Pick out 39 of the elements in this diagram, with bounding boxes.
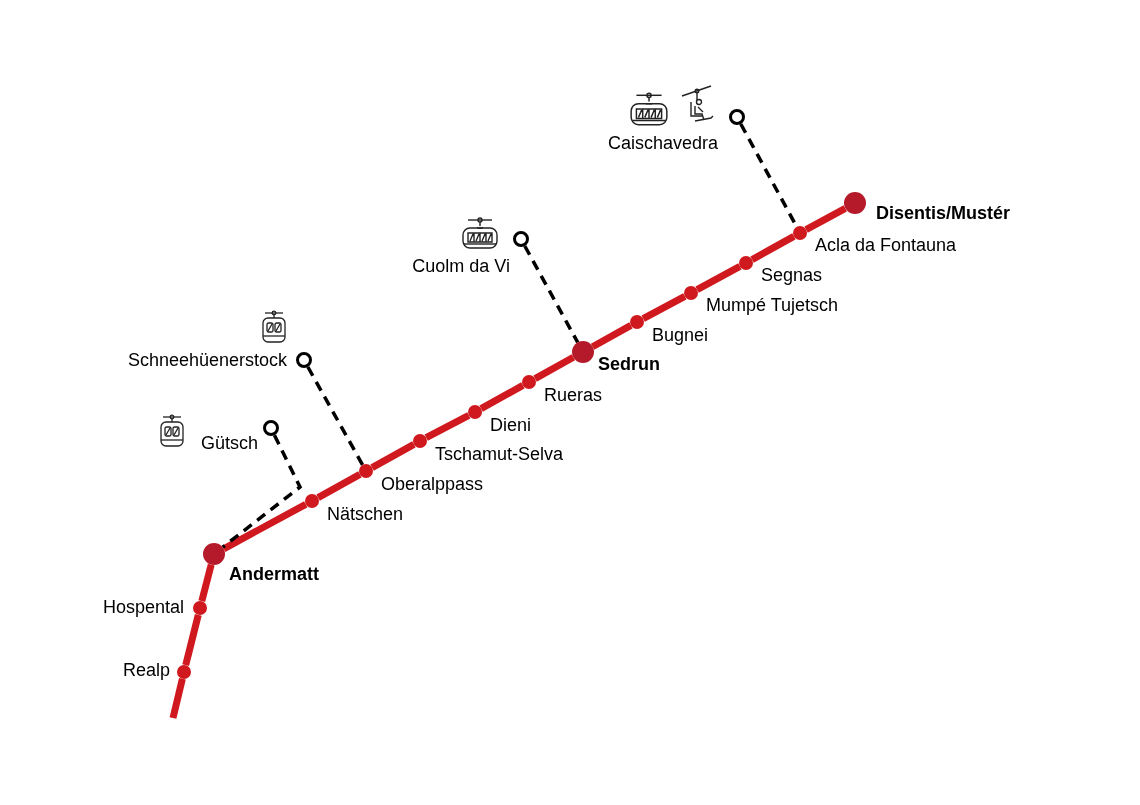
station-label: Acla da Fontauna (815, 234, 957, 257)
dashed-connector (523, 245, 580, 344)
station-label: Sedrun (598, 353, 660, 376)
station-label: Realp (122, 659, 170, 682)
station-label: Gütsch (200, 432, 258, 455)
station-label: Andermatt (229, 563, 319, 586)
mountain-station-ring (263, 420, 279, 436)
rail-line (479, 382, 525, 412)
rail-line (316, 471, 362, 501)
dashed-connector (306, 366, 365, 466)
rail-line (198, 563, 215, 603)
rail-line (533, 354, 576, 382)
station-label: Cuolm da Vi (412, 255, 510, 278)
station-label: Nätschen (327, 503, 404, 526)
rail-line (590, 322, 633, 350)
rail-line (169, 678, 186, 719)
station-label: Hospental (102, 596, 184, 619)
rail-line (804, 205, 847, 233)
station-label: Caischavedra (608, 132, 719, 155)
station-label: Dieni (490, 414, 532, 437)
rail-line (641, 293, 687, 322)
mountain-station-ring (513, 231, 529, 247)
rail-line (424, 412, 471, 441)
station-label: Rueras (544, 384, 603, 407)
mountain-station-ring (296, 352, 312, 368)
station-label: Schneehüenerstock (127, 349, 287, 372)
rail-line (182, 613, 202, 667)
dashed-connector (221, 434, 303, 549)
station-label: Oberalppass (381, 473, 484, 496)
rail-line (695, 263, 742, 293)
station-label: Tschamut-Selva (435, 443, 564, 466)
station-label: Disentis/Mustér (876, 202, 1011, 225)
rail-line (370, 441, 416, 471)
mountain-station-ring (729, 109, 745, 125)
rail-line (750, 233, 796, 263)
station-label: Mumpé Tujetsch (706, 294, 839, 317)
station-label: Segnas (761, 264, 823, 287)
station-label: Bugnei (652, 324, 709, 347)
rail-line (222, 501, 308, 552)
